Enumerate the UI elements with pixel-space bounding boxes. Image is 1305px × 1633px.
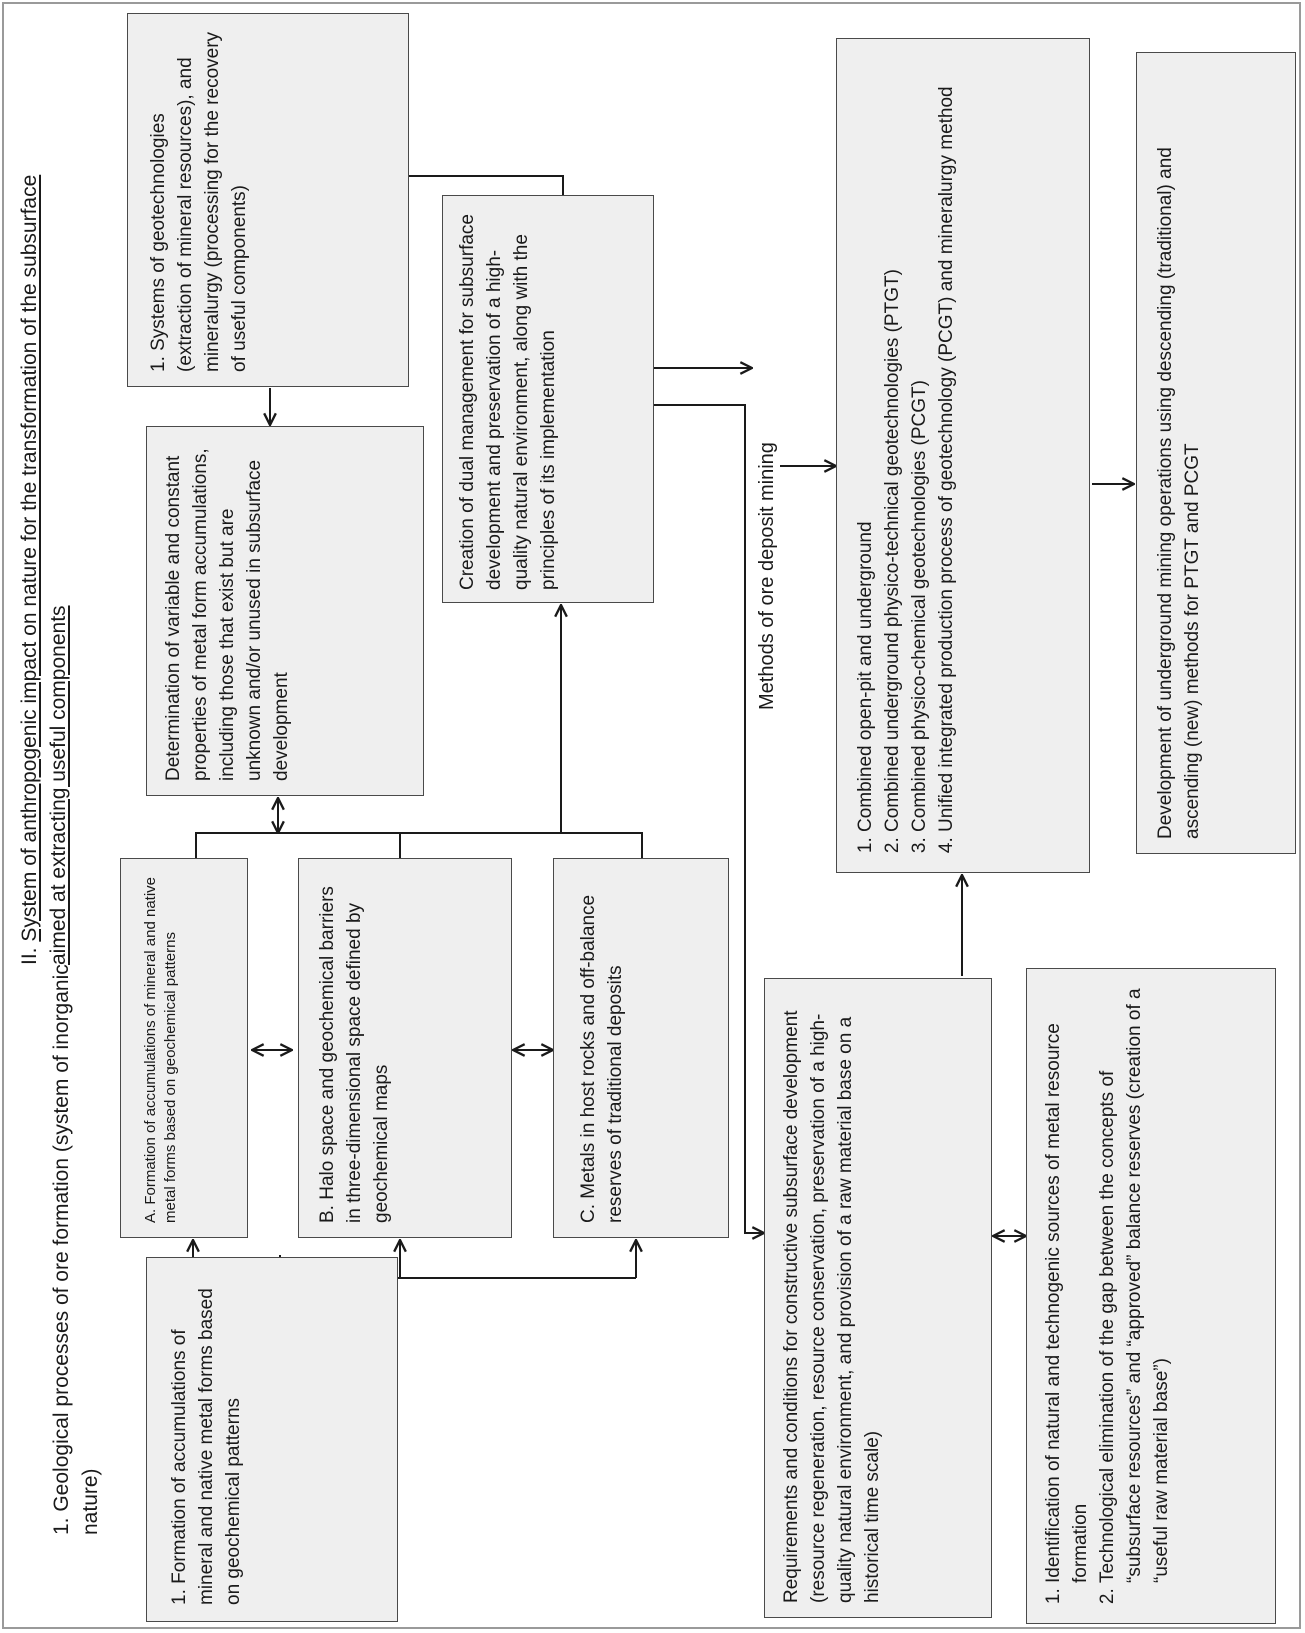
section-2-title-text: System of anthropogenic impact on nature…	[18, 174, 70, 965]
methods-list-item: Combined underground physico-technical g…	[880, 53, 907, 832]
identification-box: Identification of natural and technogeni…	[1026, 968, 1276, 1624]
development-text: Development of underground mining operat…	[1155, 147, 1203, 839]
box-a-text: A. Formation of accumulations of mineral…	[142, 876, 179, 1223]
dual-management-box: Creation of dual management for subsurfa…	[442, 195, 654, 603]
methods-list-item: Combined open-pit and underground	[853, 53, 880, 832]
connector-abc-top	[195, 832, 643, 858]
requirements-text: Requirements and conditions for construc…	[781, 1010, 883, 1604]
box-c-text: C. Metals in host rocks and off-balance …	[578, 894, 626, 1223]
systems-box: 1. Systems of geotechnologies (extractio…	[127, 13, 409, 387]
methods-list-item: Unified integrated production process of…	[934, 53, 961, 832]
section-2-title: II. System of anthropogenic impact on na…	[16, 135, 74, 965]
section-2-prefix: II.	[18, 941, 41, 965]
box-b-text: B. Halo space and geochemical barriers i…	[317, 886, 392, 1223]
box-c: C. Metals in host rocks and off-balance …	[553, 858, 729, 1238]
dual-management-text: Creation of dual management for subsurfa…	[457, 214, 559, 590]
requirements-box: Requirements and conditions for construc…	[764, 978, 992, 1618]
formation-box: 1. Formation of accumulations of mineral…	[146, 1257, 398, 1622]
section-1-title: 1. Geological processes of ore formation…	[50, 964, 102, 1535]
methods-list-item: Combined physico-chemical geotechnologie…	[907, 53, 934, 832]
identification-list: Identification of natural and technogeni…	[1041, 983, 1176, 1611]
identification-list-item: Technological elimination of the gap bet…	[1095, 983, 1176, 1583]
methods-list: Combined open-pit and underground Combin…	[853, 53, 961, 860]
box-a: A. Formation of accumulations of mineral…	[120, 858, 248, 1238]
development-box: Development of underground mining operat…	[1136, 52, 1296, 854]
identification-list-item: Identification of natural and technogeni…	[1041, 983, 1095, 1583]
arrow-dual-to-requirements	[648, 404, 764, 1233]
methods-box: Combined open-pit and underground Combin…	[836, 38, 1090, 873]
determination-text: Determination of variable and constant p…	[163, 448, 292, 781]
formation-text: 1. Formation of accumulations of mineral…	[169, 1288, 244, 1605]
methods-label: Methods of ore deposit mining	[756, 442, 778, 710]
box-b: B. Halo space and geochemical barriers i…	[298, 858, 512, 1238]
determination-box: Determination of variable and constant p…	[146, 426, 424, 796]
systems-text: 1. Systems of geotechnologies (extractio…	[148, 31, 250, 372]
